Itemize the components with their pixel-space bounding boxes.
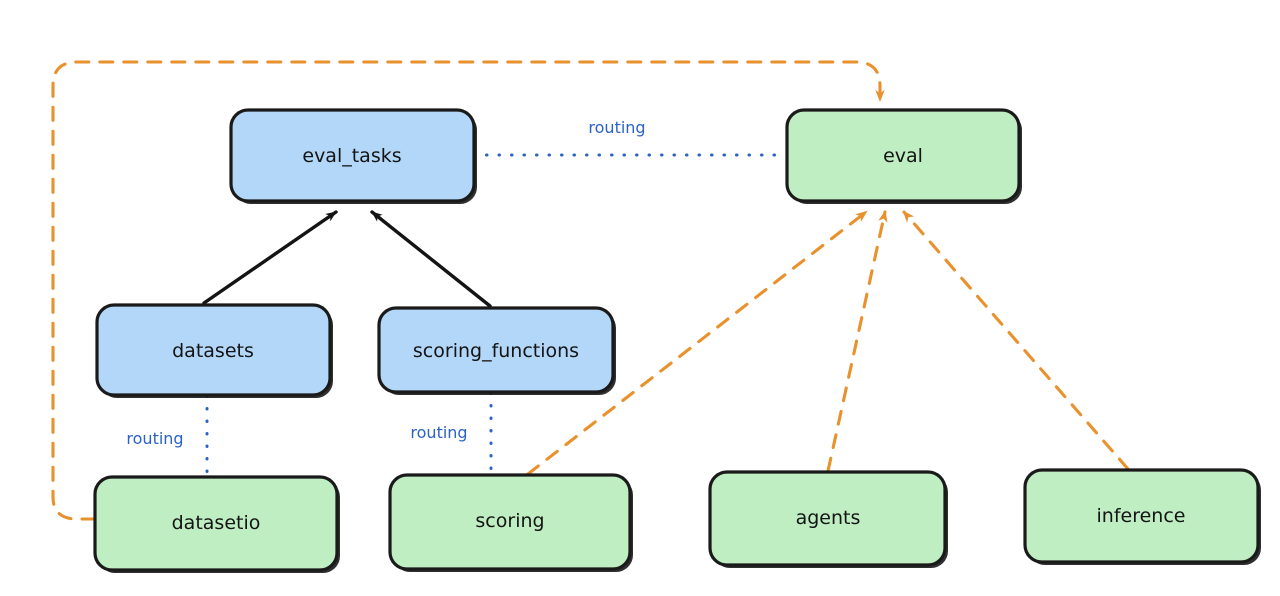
node-scoring[interactable]: scoring [388,473,633,572]
node-label: scoring [475,510,544,532]
node-scoring-functions[interactable]: scoring_functions [377,306,616,395]
edge-scoring-eval [526,210,868,476]
edge-scoring-functions-eval-tasks [370,210,492,308]
edge-label-routing-scoring: routing [410,423,467,442]
node-inference[interactable]: inference [1023,468,1261,565]
node-label: scoring_functions [413,340,579,362]
node-eval-tasks[interactable]: eval_tasks [229,108,477,204]
edge-datasets-eval-tasks [202,210,338,305]
edge-label-routing-eval: routing [588,118,645,137]
node-agents[interactable]: agents [708,470,948,568]
node-label: datasets [172,340,254,362]
node-label: eval_tasks [302,145,401,167]
edge-agents-eval [826,210,888,473]
node-datasetio[interactable]: datasetio [93,475,340,573]
edge-inference-eval [902,210,1130,471]
node-eval[interactable]: eval [785,108,1022,204]
edge-label-routing-datasetio: routing [126,429,183,448]
node-label: inference [1097,505,1186,527]
node-label: eval [883,145,923,167]
routing-edges [205,153,788,478]
dependency-edges [51,60,1130,521]
nodes: eval_tasks eval datasets scoring_functio… [93,108,1261,573]
node-label: datasetio [172,512,261,534]
edge-datasetio-eval [51,60,885,521]
node-label: agents [796,507,861,529]
node-datasets[interactable]: datasets [95,303,333,398]
composition-edges [202,210,492,308]
edge-labels: routing routing routing [126,118,645,448]
